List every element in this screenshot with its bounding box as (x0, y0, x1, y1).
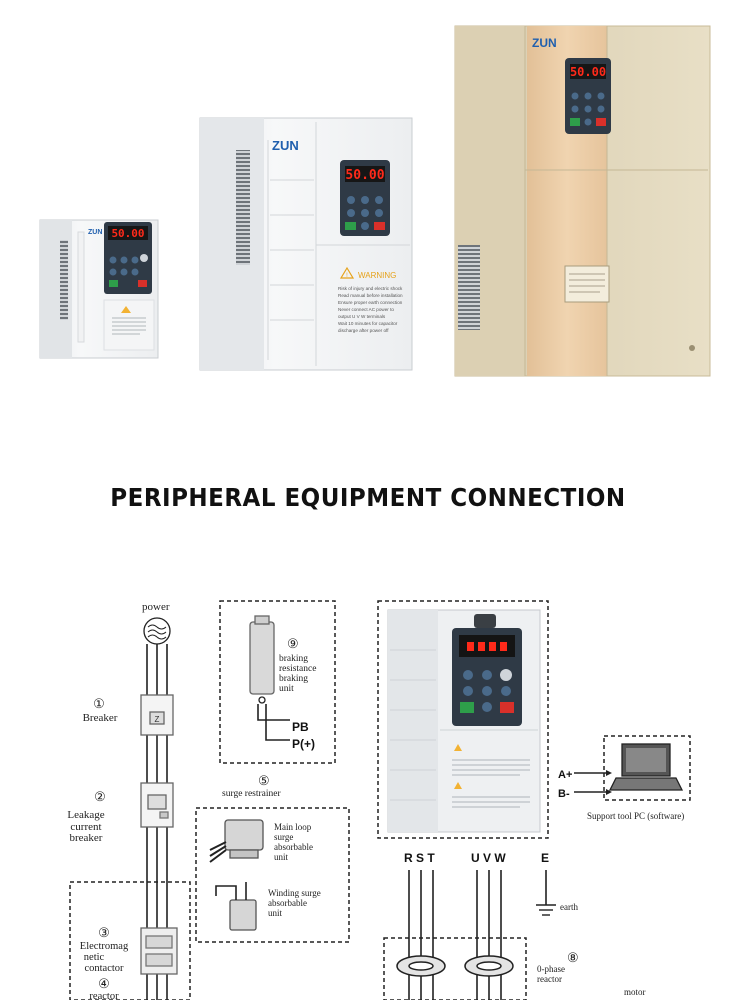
main-loop-surge-unit (209, 819, 264, 863)
motor-label: motor (624, 987, 646, 997)
breaker-label: Breaker (83, 712, 118, 724)
contactor-label-1: Electromag (80, 941, 129, 952)
power-source-icon (143, 617, 171, 645)
pc-box (603, 735, 691, 801)
section-title: PERIPHERAL EQUIPMENT CONNECTION (110, 483, 625, 512)
warning-line-4: Never connect AC power to (338, 307, 394, 312)
medium-keypad: 50.00 (340, 160, 390, 236)
svg-text:!: ! (346, 273, 348, 279)
support-pc-label: Support tool PC (software) (587, 811, 684, 821)
reactor-label: reactor (89, 991, 119, 1000)
zero-phase-label-1: 0-phase (537, 964, 565, 974)
contactor-label-3: contactor (84, 963, 124, 974)
inverter-box (377, 600, 549, 839)
small-keypad: 50.00 (104, 222, 152, 294)
diagram-inverter (387, 609, 541, 833)
leakage-breaker (140, 782, 174, 828)
contactor (140, 927, 178, 975)
uvw-terminals-label: U V W (471, 851, 506, 865)
contactor-number: ③ (98, 925, 110, 940)
large-inverter: ZUN 50.00 (454, 25, 711, 377)
contactor-group-box (69, 881, 191, 1000)
winding-label-2: absorbable (268, 898, 307, 908)
contactor-label-2: netic (84, 952, 105, 963)
warning-line-3: Ensure proper earth connection (338, 300, 403, 305)
earth-icon (536, 904, 556, 916)
medium-brand-logo: ZUN (272, 138, 299, 153)
zero-phase-number: ⑧ (567, 950, 579, 965)
braking-number: ⑨ (287, 636, 299, 651)
winding-surge-unit (215, 882, 257, 931)
medium-display-readout: 50.00 (345, 168, 384, 183)
large-display-readout: 50.00 (570, 65, 606, 79)
main-loop-label-1: Main loop (274, 822, 312, 832)
small-brand-logo: ZUN (88, 229, 102, 236)
braking-label-4: unit (279, 684, 294, 694)
surge-unit-box (195, 807, 350, 943)
leakage-label-1: Leakage (67, 809, 104, 821)
wiring-diagram: power Z ① Breaker ② Leakage current brea… (67, 600, 691, 1000)
zero-phase-label-2: reactor (537, 974, 562, 984)
main-loop-label-3: absorbable (274, 842, 313, 852)
small-display-readout: 50.00 (111, 227, 144, 240)
medium-inverter: ZUN 50.00 ! WARNING Risk of injury and e… (199, 117, 413, 371)
main-loop-label-2: surge (274, 832, 293, 842)
power-label: power (142, 601, 170, 613)
b-minus-label: B- (558, 788, 570, 800)
warning-line-1: Risk of injury and electric shock (338, 286, 403, 291)
small-inverter: ZUN 50.00 (39, 219, 159, 359)
warning-line-7: discharge after power off (338, 328, 389, 333)
rst-terminals-label: R S T (404, 851, 435, 865)
surge-label: surge restrainer (222, 789, 281, 799)
zero-phase-reactor-rings (396, 955, 514, 977)
leakage-label-3: breaker (70, 832, 103, 844)
winding-label-3: unit (268, 908, 283, 918)
large-brand-logo: ZUN (532, 36, 557, 50)
warning-line-2: Read manual before installation (338, 293, 403, 298)
a-plus-label: A+ (558, 769, 572, 781)
breaker: Z (140, 694, 174, 736)
large-keypad: 50.00 (565, 58, 611, 134)
main-loop-label-4: unit (274, 852, 289, 862)
earth-label: earth (560, 902, 578, 912)
winding-label-1: Winding surge (268, 888, 321, 898)
leakage-label-2: current (70, 821, 101, 833)
p-plus-terminal-label: P(+) (292, 737, 315, 751)
braking-label-1: braking (279, 654, 308, 664)
laptop-icon (608, 743, 684, 791)
warning-title: WARNING (358, 271, 396, 280)
warning-line-6: Wait 10 minutes for capacitor (338, 321, 398, 326)
svg-text:Z: Z (155, 715, 160, 724)
braking-label-3: braking (279, 674, 308, 684)
braking-unit-box (219, 600, 336, 764)
braking-resistor (249, 615, 290, 741)
zero-phase-box (383, 937, 527, 1000)
breaker-number: ① (93, 696, 105, 711)
e-terminal-label: E (541, 851, 549, 865)
leakage-number: ② (94, 789, 106, 804)
reactor-number: ④ (98, 976, 110, 991)
warning-label: ! WARNING Risk of injury and electric sh… (338, 266, 403, 333)
pb-terminal-label: PB (292, 720, 309, 734)
surge-number: ⑤ (258, 773, 270, 788)
warning-line-5: output U V W terminals (338, 314, 386, 319)
output-wires (408, 870, 547, 1000)
braking-label-2: resistance (279, 664, 316, 674)
